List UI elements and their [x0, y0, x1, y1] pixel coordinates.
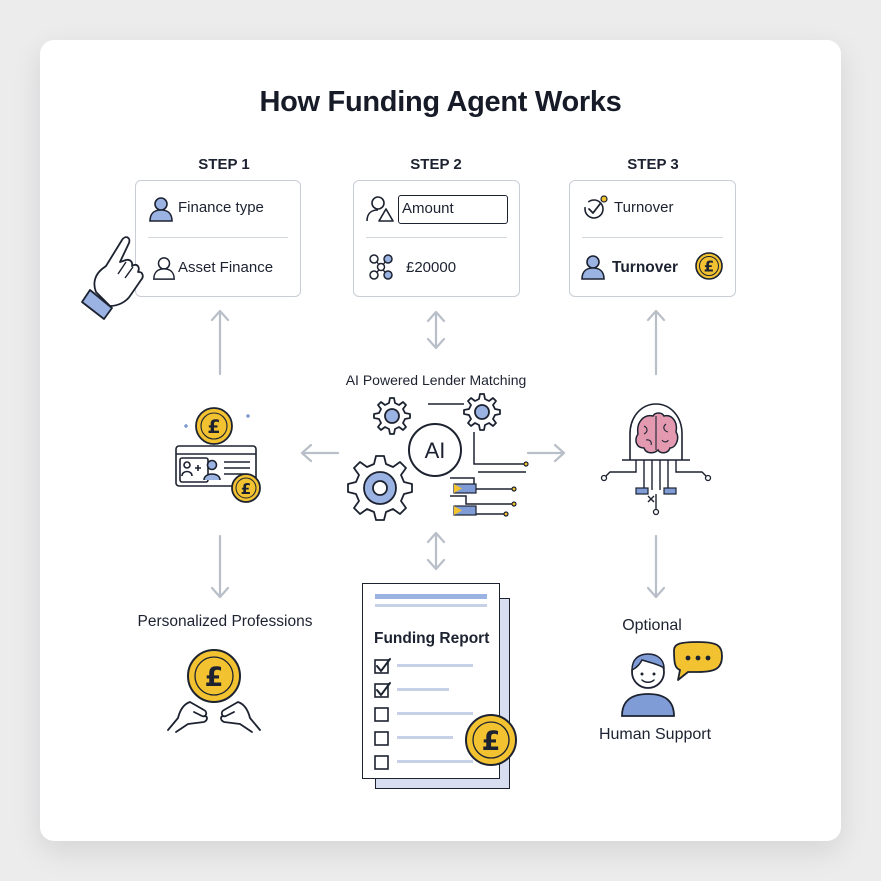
step-1-label: STEP 1: [198, 156, 250, 173]
arrow-down-right: [646, 534, 666, 599]
nodes-icon: [369, 254, 393, 280]
arrow-down-left: [210, 534, 230, 599]
arrow-double-step-2: [426, 310, 446, 350]
checklist-line: [397, 712, 473, 715]
target-check-icon: [584, 195, 608, 219]
step-1-row-1: Finance type: [178, 199, 264, 216]
arrow-right: [526, 443, 566, 463]
step-1-row-2: Asset Finance: [178, 259, 274, 276]
step-3-row-1: Turnover: [614, 199, 674, 216]
ai-badge-text: AI: [425, 438, 446, 463]
step-2-row-1: Amount: [402, 200, 454, 217]
checklist-line: [397, 688, 449, 691]
arrow-double-center: [426, 531, 446, 571]
coin-symbol: £: [482, 726, 501, 757]
report-checklist: [374, 658, 473, 770]
pointing-hand-icon: [81, 236, 144, 320]
arrow-up-step-3: [646, 309, 666, 376]
support-person-icon: [621, 641, 723, 717]
step-3-row-2: Turnover: [612, 259, 679, 276]
diagram-title: How Funding Agent Works: [259, 86, 622, 118]
small-gear-left: [373, 397, 411, 435]
small-gear-right: [463, 393, 501, 431]
checkbox: [374, 683, 389, 698]
amount-field[interactable]: [398, 195, 508, 224]
pound-coin-icon: £: [695, 252, 723, 280]
check-mark-icon: [376, 658, 391, 673]
coin-symbol: £: [241, 480, 251, 498]
user-icon: [149, 197, 173, 222]
user-icon: [581, 255, 605, 280]
big-gear: [347, 455, 413, 521]
step-3-label: STEP 3: [627, 156, 679, 173]
step-2-card: Amount £20000: [353, 180, 520, 297]
right-bottom-label: Human Support: [598, 726, 712, 743]
checkbox: [374, 755, 389, 770]
coin-symbol: £: [207, 416, 220, 438]
ai-gears-icon: AI: [347, 393, 529, 521]
user-outline-icon: [153, 257, 175, 280]
center-label: AI Powered Lender Matching: [345, 372, 527, 388]
coin-symbol: £: [704, 258, 714, 276]
arrow-up-step-1: [210, 309, 230, 376]
hands-coin-icon: £: [167, 649, 261, 733]
checkbox: [374, 659, 389, 674]
checklist-line: [397, 664, 473, 667]
pound-coin-icon: £: [465, 714, 517, 766]
step-1-card: Finance type Asset Finance: [135, 180, 301, 297]
step-2-row-2: £20000: [406, 259, 457, 276]
checkbox: [374, 731, 389, 746]
step-3-card: Turnover Turnover £: [569, 180, 736, 297]
checkbox: [374, 707, 389, 722]
checklist-line: [397, 760, 473, 763]
report-title: Funding Report: [374, 630, 490, 647]
brain-robot-icon: [600, 403, 712, 516]
right-top-label: Optional: [622, 617, 682, 634]
left-bottom-label: Personalized Professions: [137, 613, 313, 630]
check-mark-icon: [376, 682, 391, 697]
profile-coins-icon: £ £: [175, 407, 261, 503]
user-delta-icon: [366, 196, 394, 222]
checklist-line: [397, 736, 453, 739]
arrow-left: [300, 443, 340, 463]
coin-symbol: £: [205, 662, 224, 693]
step-2-label: STEP 2: [410, 156, 462, 173]
